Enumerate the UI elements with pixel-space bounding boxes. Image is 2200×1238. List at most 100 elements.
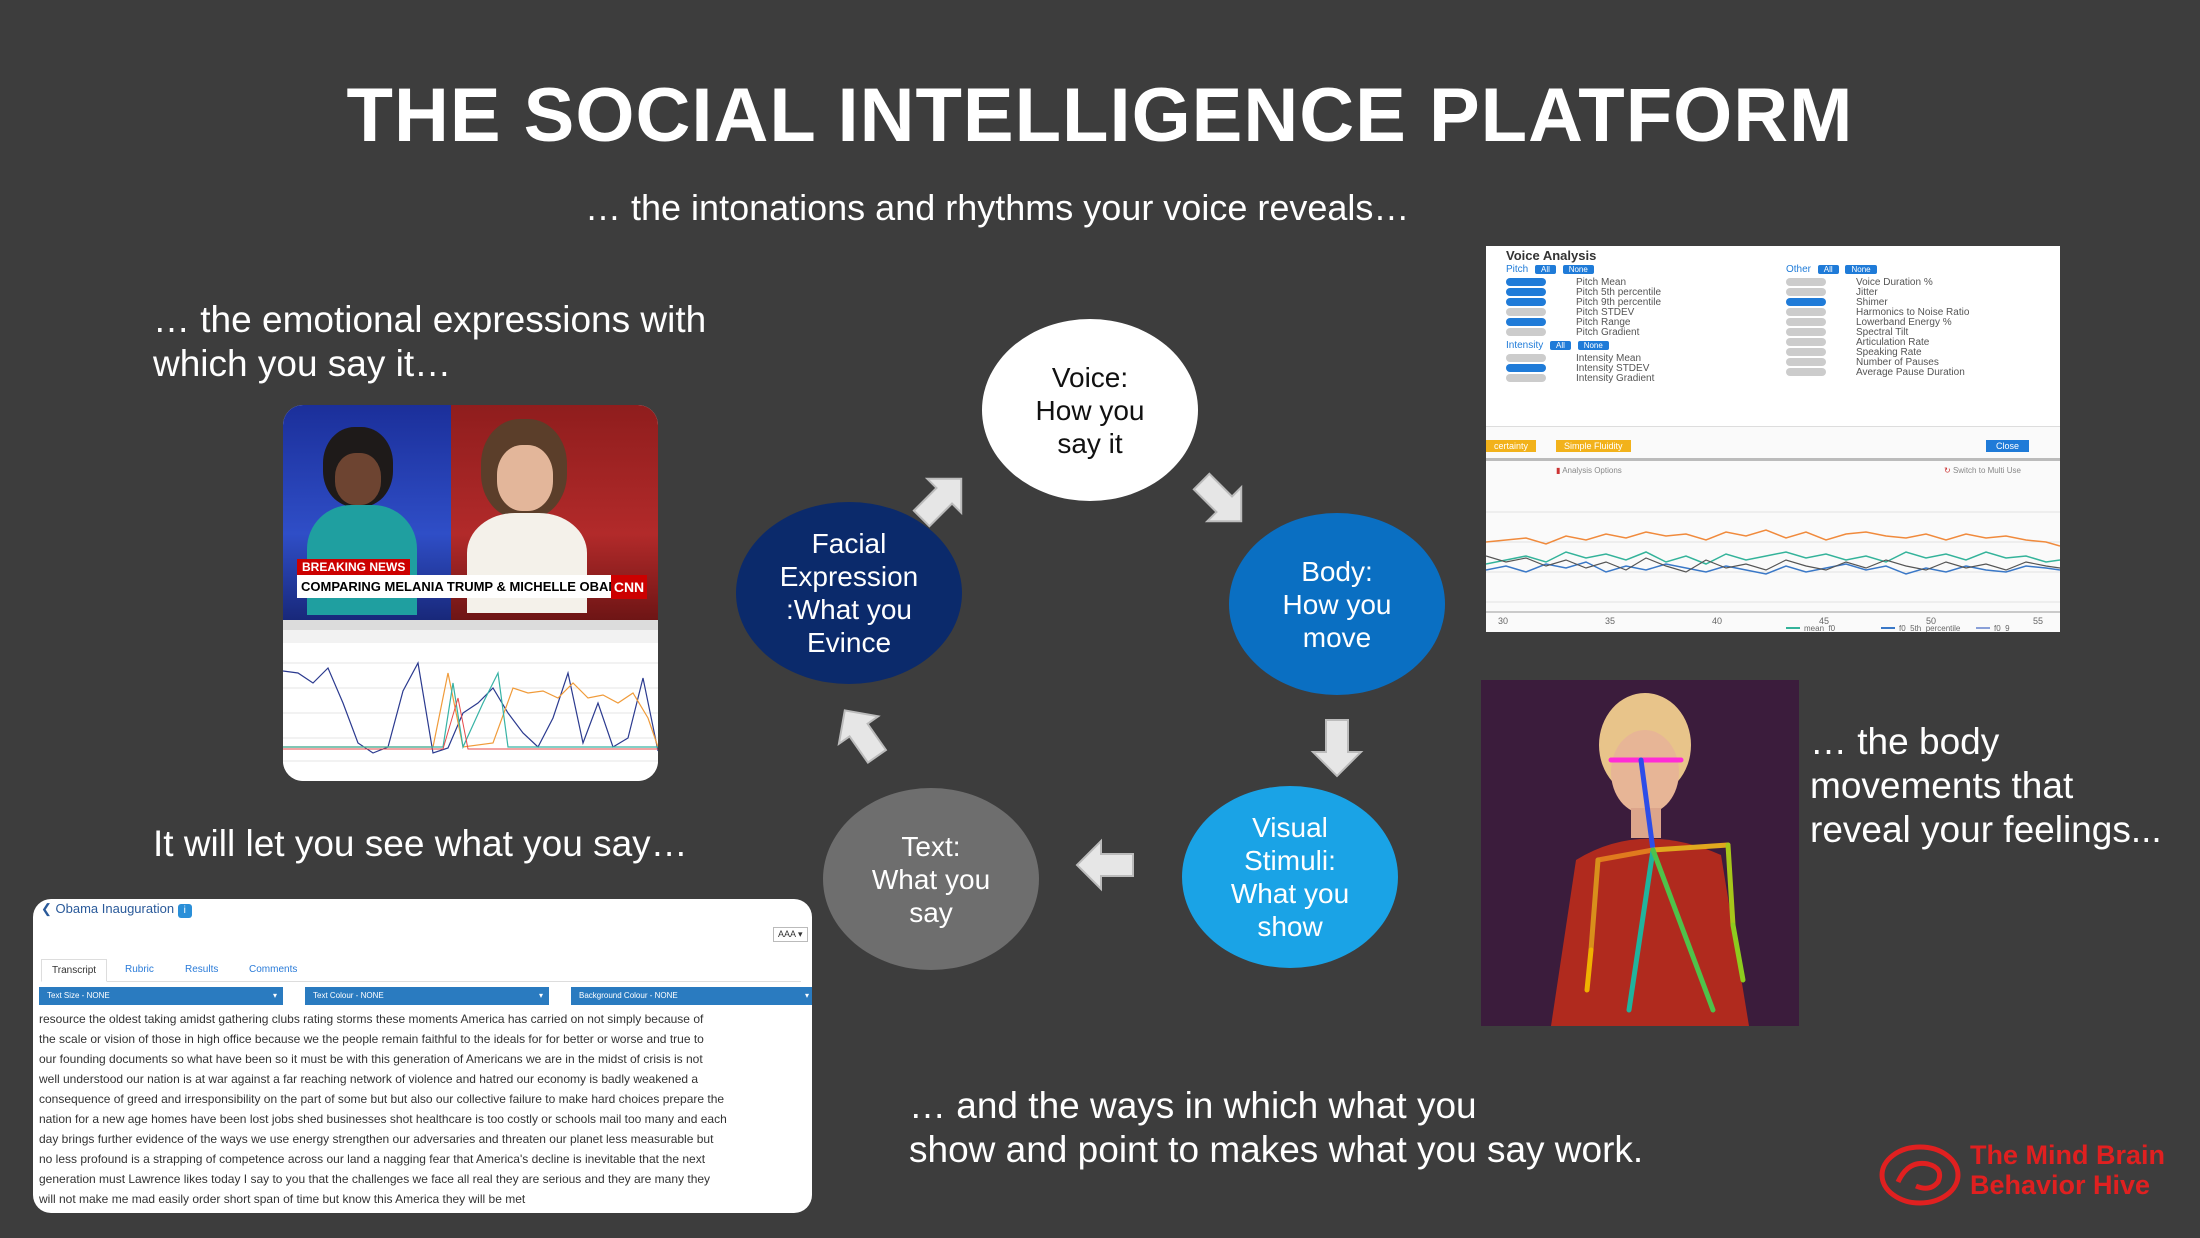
transcript-panel: ❮ Obama Inauguration i AAA ▾ Transcript … [33, 899, 812, 1213]
close-button[interactable]: Close [1986, 440, 2030, 452]
other-feature-item[interactable]: Harmonics to Noise Ratio [1786, 308, 1969, 318]
caption-body-line2: movements that [1810, 765, 2074, 806]
other-feature-item[interactable]: Speaking Rate [1786, 348, 1969, 358]
tab-results[interactable]: Results [185, 964, 219, 975]
toggle-switch[interactable] [1506, 278, 1546, 287]
other-feature-label: Articulation Rate [1856, 337, 1930, 348]
video-controls[interactable] [283, 620, 658, 630]
text-size-dropdown[interactable]: Text Size - NONE▾ [39, 987, 283, 1005]
other-feature-label: Jitter [1856, 287, 1878, 298]
toggle-switch[interactable] [1786, 278, 1826, 287]
caption-body-line1: … the body [1810, 721, 2000, 762]
x-tick-label: 55 [2033, 616, 2043, 626]
intensity-feature-label: Intensity Mean [1576, 353, 1642, 364]
tab-transcript[interactable]: Transcript [41, 959, 108, 982]
transcript-title: Obama Inauguration [55, 901, 175, 916]
intensity-none-button[interactable]: None [1577, 341, 1609, 350]
transcript-header: ❮ Obama Inauguration i [41, 901, 192, 918]
logo-text-line2: Behavior Hive [1970, 1170, 2151, 1200]
pitch-feature-item[interactable]: Pitch Mean [1506, 278, 1661, 288]
pitch-feature-label: Pitch STDEV [1576, 307, 1635, 318]
other-feature-item[interactable]: Voice Duration % [1786, 278, 1969, 288]
brain-logo-icon [1879, 1144, 1961, 1206]
other-feature-item[interactable]: Number of Pauses [1786, 358, 1969, 368]
toggle-switch[interactable] [1786, 288, 1826, 297]
other-feature-item[interactable]: Spectral Tilt [1786, 328, 1969, 338]
other-none-button[interactable]: None [1845, 265, 1877, 274]
switch-multi-use-button[interactable]: ↻ Switch to Multi Use [1944, 466, 2021, 475]
pitch-feature-label: Pitch 9th percentile [1576, 297, 1662, 308]
other-feature-label: Harmonics to Noise Ratio [1856, 307, 1970, 318]
tab-comments[interactable]: Comments [249, 964, 298, 975]
arrow-body-to-visual [1310, 719, 1364, 778]
intensity-feature-item[interactable]: Intensity Gradient [1506, 374, 1654, 384]
other-feature-item[interactable]: Average Pause Duration [1786, 368, 1969, 378]
toggle-switch[interactable] [1506, 374, 1546, 383]
caption-body-line3: reveal your feelings... [1810, 809, 2162, 850]
toggle-switch[interactable] [1786, 358, 1826, 367]
pose-skeleton-frame [1481, 680, 1799, 1026]
font-size-select[interactable]: AAA ▾ [773, 927, 808, 942]
legend-label: f0_9 [1994, 624, 2010, 632]
toggle-switch[interactable] [1506, 288, 1546, 297]
tab-rubric[interactable]: Rubric [125, 964, 154, 975]
info-icon[interactable]: i [177, 904, 192, 918]
intensity-group-header: Intensity All None [1506, 340, 1609, 351]
toggle-switch[interactable] [1786, 308, 1826, 317]
x-tick-label: 40 [1712, 616, 1722, 626]
tag-simple-fluidity[interactable]: Simple Fluidity [1556, 440, 1631, 452]
caption-emotion-line1: … the emotional expressions with [153, 299, 707, 340]
pitch-feature-item[interactable]: Pitch STDEV [1506, 308, 1661, 318]
caption-see: It will let you see what you say… [153, 823, 688, 864]
pitch-feature-item[interactable]: Pitch Gradient [1506, 328, 1661, 338]
back-arrow-icon[interactable]: ❮ [41, 901, 52, 916]
toggle-switch[interactable] [1506, 328, 1546, 337]
arrow-text-to-facial [837, 709, 888, 765]
toggle-switch[interactable] [1786, 298, 1826, 307]
pitch-all-button[interactable]: All [1535, 265, 1556, 274]
text-colour-dropdown[interactable]: Text Colour - NONE▾ [305, 987, 549, 1005]
page-title: THE SOCIAL INTELLIGENCE PLATFORM [346, 73, 1854, 158]
transcript-line: day brings further evidence of the ways … [39, 1132, 714, 1146]
toggle-switch[interactable] [1786, 348, 1826, 357]
pitch-feature-item[interactable]: Pitch 5th percentile [1506, 288, 1661, 298]
toggle-switch[interactable] [1786, 328, 1826, 337]
intensity-all-button[interactable]: All [1550, 341, 1571, 350]
transcript-line: will not make me mad easily order short … [39, 1192, 526, 1206]
legend-label: mean_f0 [1804, 624, 1836, 632]
other-feature-item[interactable]: Lowerband Energy % [1786, 318, 1969, 328]
tag-certainty[interactable]: certainty [1486, 440, 1537, 452]
other-feature-item[interactable]: Shimer [1786, 298, 1969, 308]
transcript-line: no less profound is a strapping of compe… [39, 1152, 706, 1166]
emotion-chart-lines [283, 661, 658, 762]
toggle-switch[interactable] [1506, 318, 1546, 327]
toggle-switch[interactable] [1506, 364, 1546, 373]
analysis-options-button[interactable]: ▮ Analysis Options [1556, 466, 1622, 475]
other-feature-item[interactable]: Jitter [1786, 288, 1969, 298]
background-colour-dropdown[interactable]: Background Colour - NONE▾ [571, 987, 812, 1005]
toggle-switch[interactable] [1786, 318, 1826, 327]
pitch-none-button[interactable]: None [1562, 265, 1594, 274]
other-feature-label: Spectral Tilt [1856, 327, 1909, 338]
toggle-switch[interactable] [1506, 298, 1546, 307]
toggle-switch[interactable] [1786, 368, 1826, 377]
transcript-line: nation for a new age homes have been los… [39, 1112, 727, 1126]
transcript-line: the scale or vision of those in high off… [39, 1032, 704, 1046]
toggle-switch[interactable] [1506, 308, 1546, 317]
voice-analysis-title: Voice Analysis [1506, 248, 1597, 263]
node-voice: Voice: How you say it [982, 319, 1198, 501]
intensity-feature-item[interactable]: Intensity STDEV [1506, 364, 1654, 374]
toggle-switch[interactable] [1786, 338, 1826, 347]
transcript-line: resource the oldest taking amidst gather… [39, 1012, 704, 1026]
caption-ways-line1: … and the ways in which what you [909, 1085, 1477, 1126]
intensity-feature-item[interactable]: Intensity Mean [1506, 354, 1654, 364]
pitch-feature-item[interactable]: Pitch 9th percentile [1506, 298, 1661, 308]
intensity-feature-label: Intensity STDEV [1576, 363, 1650, 374]
other-all-button[interactable]: All [1817, 265, 1839, 274]
toggle-switch[interactable] [1506, 354, 1546, 363]
pitch-feature-item[interactable]: Pitch Range [1506, 318, 1661, 328]
other-feature-item[interactable]: Articulation Rate [1786, 338, 1969, 348]
